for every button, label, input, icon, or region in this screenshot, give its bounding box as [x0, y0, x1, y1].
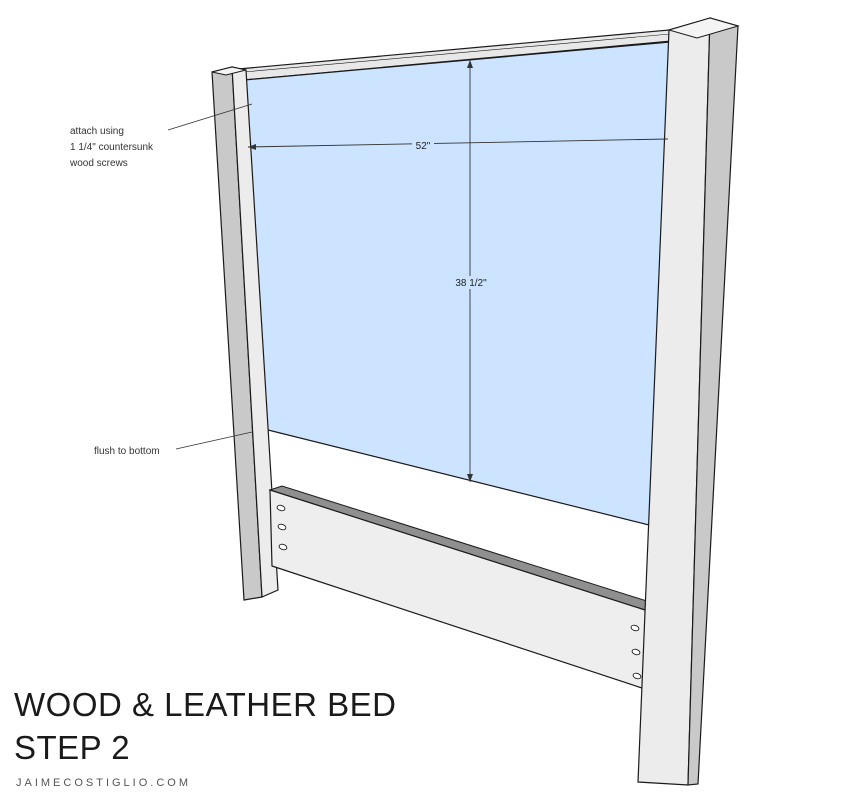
screw-hole: [630, 624, 640, 632]
attach-note-line3: wood screws: [69, 158, 128, 169]
top-rail-edge: [243, 33, 671, 73]
height-arrow-bottom: [467, 474, 473, 482]
left-leg-top: [211, 66, 247, 76]
screw-hole: [277, 523, 287, 531]
attach-note-line1: attach using: [70, 126, 124, 137]
flush-leader-line: [175, 431, 253, 450]
attach-note-line2: 1 1/4" countersunk: [70, 142, 154, 153]
right-leg-top: [667, 17, 740, 39]
width-arrow-left: [248, 144, 256, 150]
screw-holes-left: [276, 504, 288, 551]
height-label-bg: [451, 276, 491, 289]
width-dimension-label: 52": [416, 141, 431, 152]
flush-note: flush to bottom: [94, 446, 160, 457]
website-label: JAIMECOSTIGLIO.COM: [16, 777, 192, 789]
screw-hole: [276, 504, 286, 512]
height-arrow-top: [467, 60, 473, 68]
width-label-bg: [412, 139, 434, 152]
attach-leader-line: [167, 103, 253, 131]
width-dimension-line: [247, 138, 669, 148]
screw-hole: [632, 672, 642, 680]
height-dimension-label: 38 1/2": [455, 278, 487, 289]
screw-hole: [278, 543, 288, 551]
title-line-2: STEP 2: [14, 729, 131, 766]
screw-hole: [631, 648, 641, 656]
title-line-1: WOOD & LEATHER BED: [14, 686, 397, 723]
screw-holes-right: [630, 624, 642, 680]
